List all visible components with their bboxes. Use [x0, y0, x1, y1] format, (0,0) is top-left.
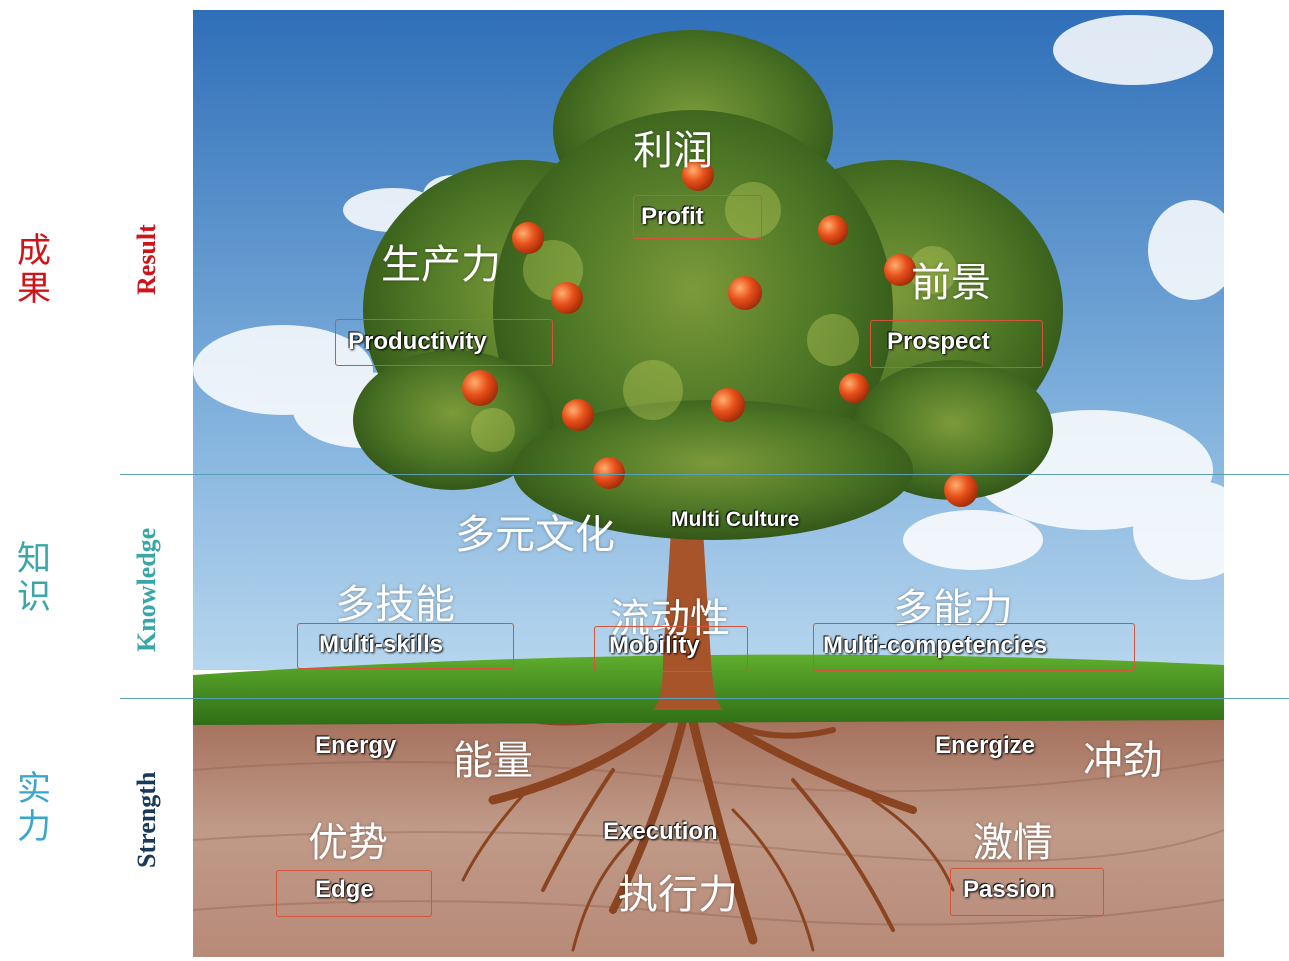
multi-culture-en: Multi Culture — [671, 508, 799, 532]
strength-en-label: Strength — [132, 755, 166, 885]
productivity-en: Productivity — [348, 328, 487, 356]
result-knowledge-divider — [120, 474, 1289, 475]
multi-culture-cn: 多元文化 — [455, 502, 615, 560]
execution-en: Execution — [603, 818, 718, 846]
energize-cn: 冲劲 — [1083, 728, 1163, 786]
passion-cn: 激情 — [973, 810, 1053, 868]
result-cn-label: 成果 — [14, 232, 54, 308]
knowledge-strength-divider — [120, 698, 1289, 699]
multi-competencies-en: Multi-competencies — [823, 632, 1047, 660]
strength-cn-label: 实力 — [14, 770, 54, 846]
knowledge-cn-label: 知识 — [14, 540, 54, 616]
knowledge-en-label: Knowledge — [132, 505, 166, 675]
result-en-label: Result — [132, 200, 166, 320]
prospect-cn: 前景 — [911, 250, 991, 308]
edge-cn: 优势 — [308, 810, 388, 868]
profit-cn: 利润 — [633, 118, 713, 176]
productivity-cn: 生产力 — [381, 232, 501, 290]
mobility-en: Mobility — [609, 632, 700, 660]
energy-en: Energy — [315, 732, 396, 760]
prospect-en: Prospect — [887, 328, 990, 356]
energy-cn: 能量 — [453, 728, 533, 786]
tree-illustration: 利润 Profit 生产力 Productivity 前景 Prospect 多… — [193, 10, 1224, 957]
energize-en: Energize — [935, 732, 1035, 760]
profit-en: Profit — [641, 203, 704, 231]
multi-skills-en: Multi-skills — [319, 631, 443, 659]
multi-skills-cn: 多技能 — [335, 572, 455, 630]
execution-cn: 执行力 — [618, 862, 738, 920]
edge-en: Edge — [315, 876, 374, 904]
passion-en: Passion — [963, 876, 1055, 904]
